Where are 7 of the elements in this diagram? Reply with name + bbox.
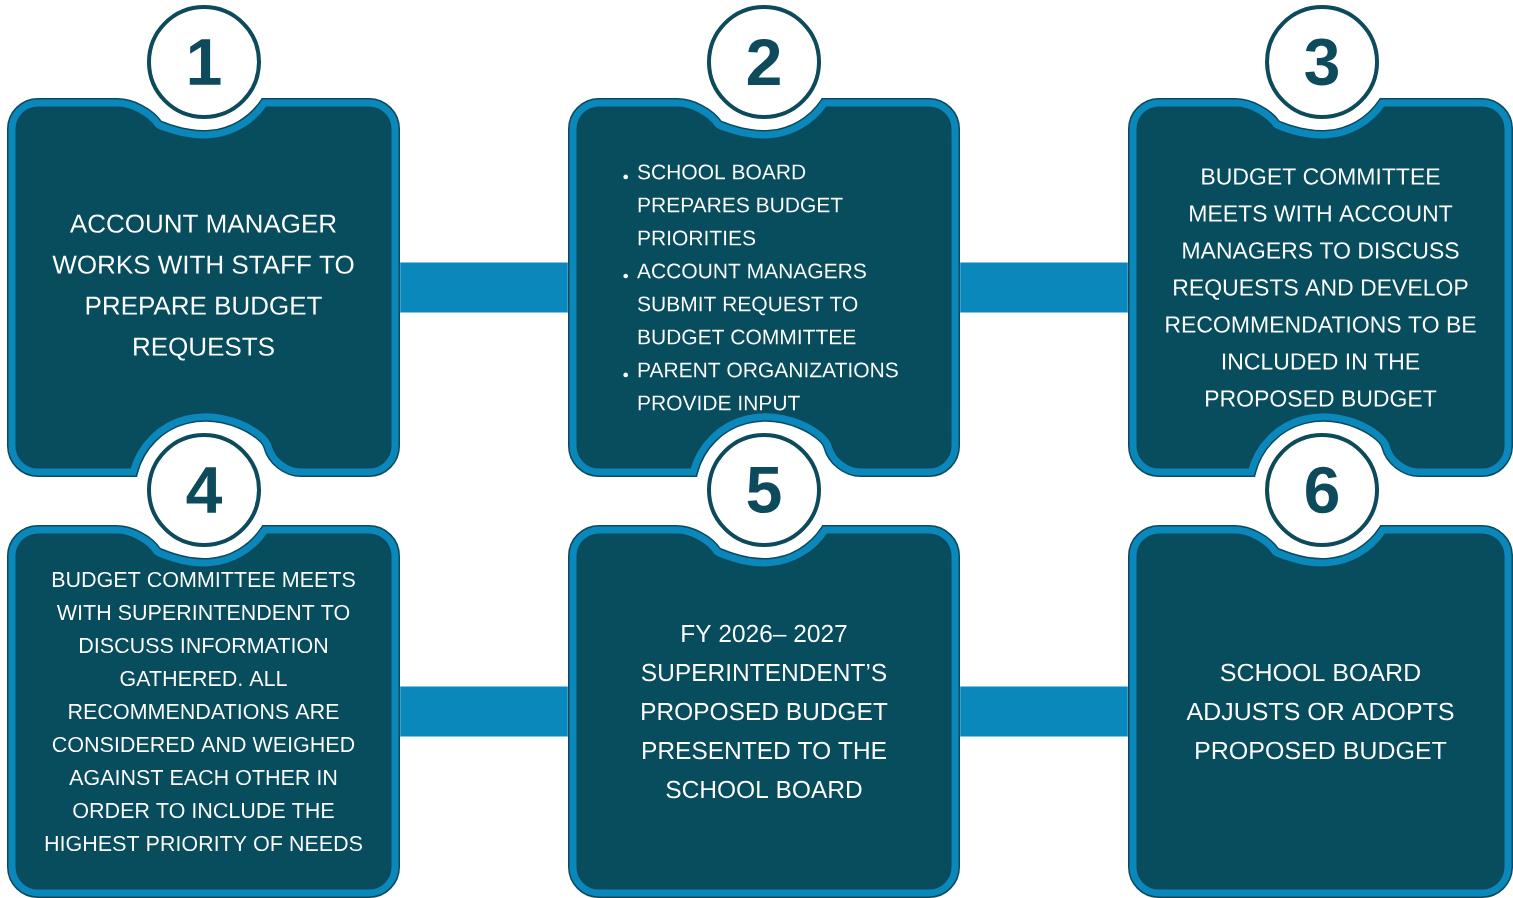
connector-bar — [960, 686, 1128, 737]
connector-bar — [400, 262, 568, 313]
step-box: BUDGET COMMITTEE MEETS WITH SUPERINTENDENT TO DISCUSS INFORMATION GATHERED. ALL RECOMMENDATIONS ARE CONSIDERED AND WEIGHED AGAINST EACH OTHER IN ORDER TO INCLUDE THE HIGHEST PRIORITY OF NEEDS — [7, 525, 400, 898]
step-box: SCHOOL BOARD ADJUSTS OR ADOPTS PROPOSED BUDGET — [1128, 525, 1513, 898]
connector-bar — [960, 262, 1128, 313]
step-box: FY 2026– 2027 SUPERINTENDENT’S PROPOSED BUDGET PRESENTED TO THE SCHOOL BOARD — [568, 525, 960, 898]
connector-bar — [400, 686, 568, 737]
